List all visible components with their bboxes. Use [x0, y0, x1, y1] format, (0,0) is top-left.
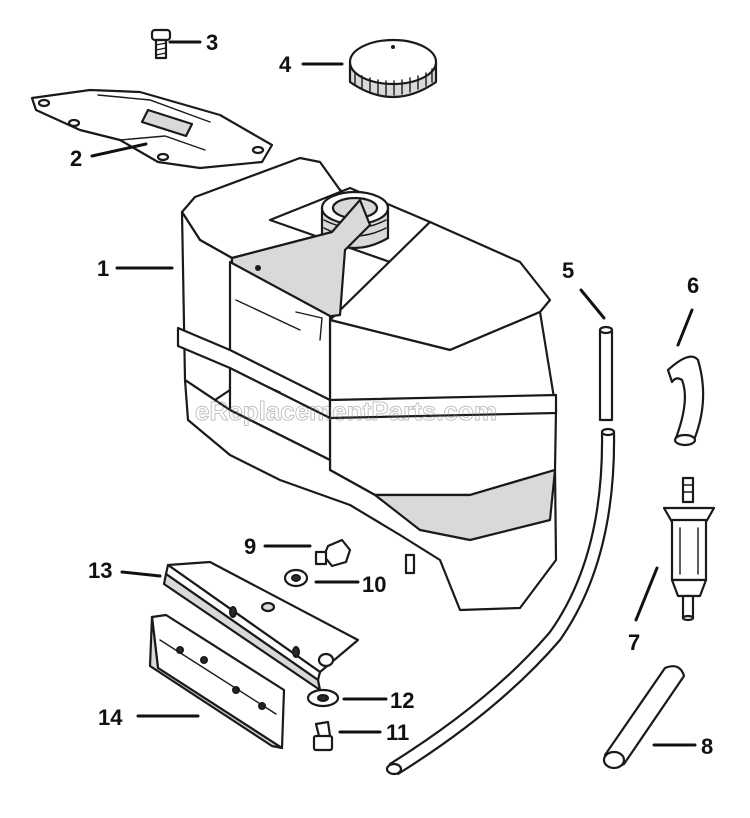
part-1-fuel-tank: [176, 156, 558, 612]
part-8-short-hose: [602, 665, 686, 770]
part-3-screw: [150, 28, 172, 60]
part-4-fuel-cap: [348, 38, 438, 99]
part-10-washer: [283, 568, 309, 588]
part-7-fuel-filter: [662, 476, 716, 622]
leader-lines: [90, 40, 697, 747]
part-6-curved-hose: [666, 355, 705, 447]
part-2-mounting-bracket: [30, 88, 274, 170]
callout-numbers: 3 4 2 1 5 6 7 8 9 10 13 12 11 14: [70, 30, 713, 759]
part-14-mounting-plate: [148, 613, 286, 750]
callout-8: 8: [701, 734, 713, 759]
callout-6: 6: [687, 273, 699, 298]
part-12-washer: [306, 688, 340, 708]
callout-13: 13: [88, 558, 112, 583]
part-11-bolt: [312, 720, 334, 752]
part-9-bolt: [314, 538, 352, 568]
callout-9: 9: [244, 534, 256, 559]
callout-10: 10: [362, 572, 386, 597]
part-13-mounting-rail: [162, 560, 360, 692]
callout-3: 3: [206, 30, 218, 55]
callout-1: 1: [97, 256, 109, 281]
callout-12: 12: [390, 688, 414, 713]
callout-11: 11: [386, 720, 409, 745]
callout-7: 7: [628, 630, 640, 655]
part-5-fuel-line: [385, 325, 616, 776]
callout-14: 14: [98, 705, 123, 730]
callout-5: 5: [562, 258, 574, 283]
callout-4: 4: [279, 52, 292, 77]
watermark: eReplacementParts.com: [195, 396, 497, 426]
callout-2: 2: [70, 146, 82, 171]
